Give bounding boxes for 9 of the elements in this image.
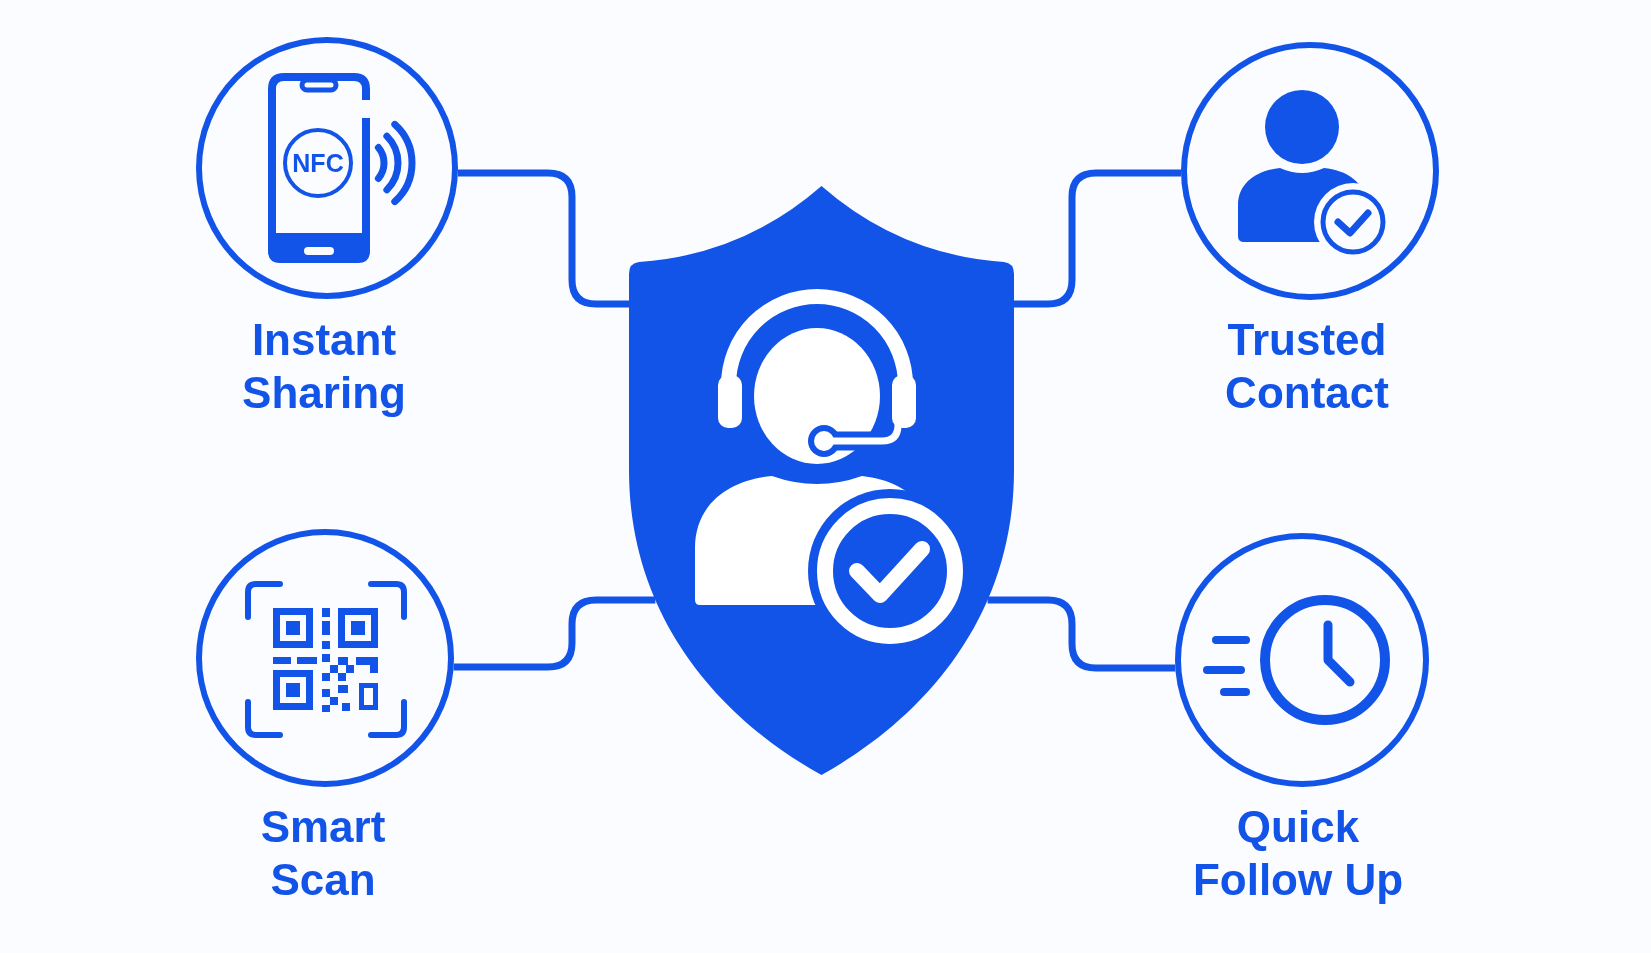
shield [629,186,1014,775]
nfc-text: NFC [292,149,344,177]
feature-label: Instant Sharing [241,314,407,419]
connector-line [987,596,1176,672]
connector-line [453,596,656,671]
feature-label: Quick Follow Up [1191,801,1405,906]
feature-label: Smart Scan [259,801,387,906]
connector-line [457,169,629,308]
feature-label: Trusted Contact [1224,314,1390,419]
